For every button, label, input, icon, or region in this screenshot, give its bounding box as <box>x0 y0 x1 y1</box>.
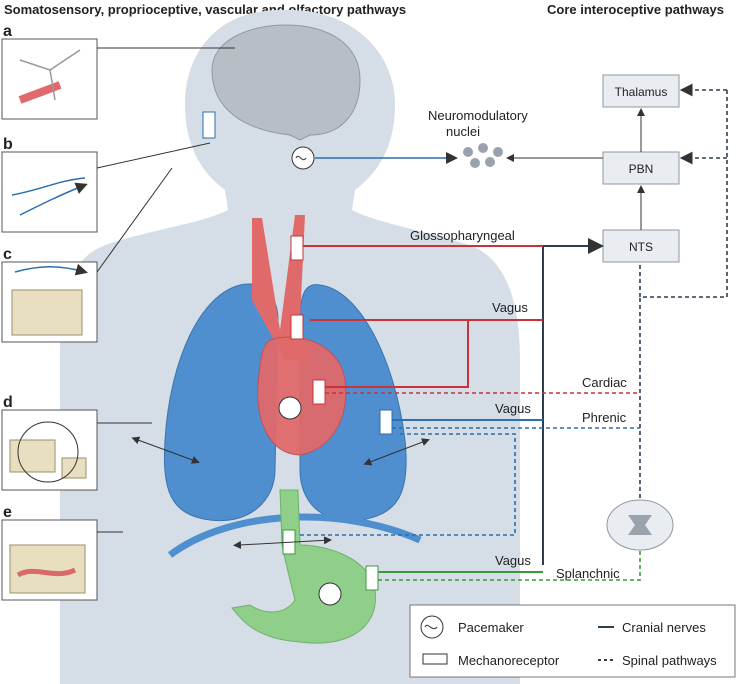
panel-c-air <box>14 263 88 276</box>
panel-b-box <box>1 151 98 233</box>
neuromodulatory-label: Neuromodulatory <box>428 108 528 123</box>
heart-mechanoreceptor-icon <box>312 379 326 405</box>
brain-mechanoreceptor-icon <box>202 111 216 139</box>
splanchnic-nerve <box>378 550 641 581</box>
lung-mechanoreceptor-icon <box>379 409 393 435</box>
spinal-grey-matter <box>628 515 652 535</box>
splanchnic-label: Splanchnic <box>556 566 620 581</box>
nuclei-label: nuclei <box>446 124 480 139</box>
nucleus-dot <box>493 147 503 157</box>
heart <box>257 336 347 456</box>
nucleus-dot <box>485 157 495 167</box>
panel-a-neuron <box>19 49 81 101</box>
right-header: Core interoceptive pathways <box>547 2 724 17</box>
legend-cranial-label: Cranial nerves <box>622 620 706 635</box>
phrenic-label: Phrenic <box>582 410 627 425</box>
pbn-label: PBN <box>629 162 654 176</box>
panel-b-flow <box>11 178 85 216</box>
legend-pacemaker-icon <box>420 615 444 639</box>
cardiac-label: Cardiac <box>582 375 627 390</box>
pointer-c <box>96 167 173 273</box>
legend-spinal-label: Spinal pathways <box>622 653 717 668</box>
aortic-mechanoreceptor-icon <box>290 314 304 340</box>
vagus-label-3: Vagus <box>495 553 531 568</box>
stomach-mechanoreceptor-icon <box>365 565 379 591</box>
thalamus-box <box>602 74 680 108</box>
esophagus-motion-arrow <box>233 536 332 549</box>
legend-box <box>409 604 736 678</box>
panel-e-vessel <box>16 567 77 578</box>
legend-pacemaker-wave-icon <box>424 624 438 630</box>
panel-label-b: b <box>3 136 13 153</box>
panel-d-block-small <box>61 457 87 479</box>
legend-pacemaker-label: Pacemaker <box>458 620 524 635</box>
left-lung-motion-arrow <box>131 436 200 464</box>
nts-label: NTS <box>629 240 653 254</box>
heart-pacemaker-icon <box>278 396 302 420</box>
panel-c-skin <box>11 289 83 336</box>
panel-d-block-large <box>9 439 56 473</box>
brain-pacemaker-icon <box>291 146 315 170</box>
legend-mechanoreceptor-icon <box>422 653 448 665</box>
nucleus-dot <box>470 158 480 168</box>
legend-mechanoreceptor-label: Mechanoreceptor <box>458 653 560 668</box>
spinal-to-nts <box>639 90 728 298</box>
phrenic-diaphragm-branch <box>300 433 516 536</box>
panel-label-c: c <box>3 246 12 263</box>
pointer-b <box>96 142 211 169</box>
pbn-box <box>602 151 680 185</box>
nucleus-dot <box>478 143 488 153</box>
glossopharyngeal-label: Glossopharyngeal <box>410 228 515 243</box>
brain <box>211 24 361 141</box>
panel-label-e: e <box>3 504 12 521</box>
panel-label-d: d <box>3 394 13 411</box>
right-lung-motion-arrow <box>363 438 430 466</box>
pacemaker-wave-icon <box>295 155 307 161</box>
stomach <box>231 489 376 644</box>
nucleus-dot <box>463 147 473 157</box>
panel-d-rotation <box>17 421 79 483</box>
vagus-heart-branch <box>325 320 469 388</box>
panel-a-box <box>1 38 98 120</box>
vagus-label-2: Vagus <box>495 401 531 416</box>
vagus-label-1: Vagus <box>492 300 528 315</box>
nts-box <box>602 229 680 263</box>
thalamus-label: Thalamus <box>615 85 668 99</box>
panel-label-a: a <box>3 23 12 40</box>
carotid-mechanoreceptor-icon <box>290 235 304 261</box>
stomach-pacemaker-icon <box>318 582 342 606</box>
